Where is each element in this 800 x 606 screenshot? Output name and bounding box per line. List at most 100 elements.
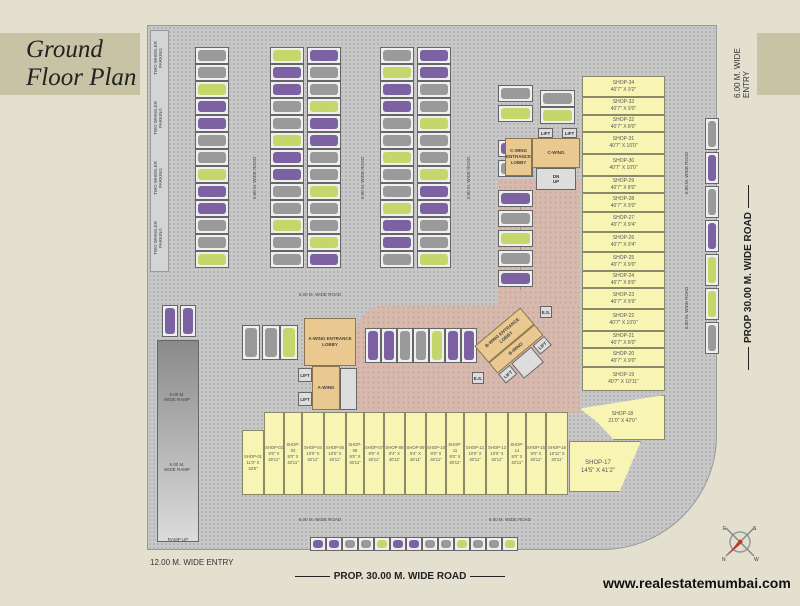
parking-slot (406, 537, 422, 551)
parking-slot (270, 98, 304, 115)
c-wing-lift-2: LIFT (562, 128, 577, 138)
parking-slot (417, 234, 451, 251)
parking-slot (270, 47, 304, 64)
parking-slot (270, 132, 304, 149)
parking-slot (307, 217, 341, 234)
parking-slot (705, 254, 719, 286)
parking-slot (417, 183, 451, 200)
road-label-7: 6.00 M. WIDE ROAD (684, 151, 689, 194)
parking-slot (307, 166, 341, 183)
parking-slot (270, 64, 304, 81)
road-label-4: 6.00 M. WIDE ROAD (252, 156, 257, 199)
svg-text:S: S (753, 526, 757, 532)
parking-slot (342, 537, 358, 551)
road-label-8: 6.00 M. WIDE ROAD (684, 286, 689, 329)
parking-slot (498, 270, 533, 287)
parking-slot (270, 200, 304, 217)
c-wing-lift-1: LIFT (538, 128, 553, 138)
a-wing-block: A-WING (312, 366, 340, 410)
parking-slot (705, 186, 719, 218)
parking-slot (374, 537, 390, 551)
parking-slot (270, 81, 304, 98)
parking-slot (310, 537, 326, 551)
parking-slot (195, 217, 229, 234)
parking-slot (486, 537, 502, 551)
c-wing-entrance-lobby: C-WING ENTRANCE LOBBY (505, 138, 532, 176)
parking-slot (195, 132, 229, 149)
parking-slot (417, 47, 451, 64)
a-wing-lift-2: LIFT (298, 392, 312, 406)
right-band (757, 33, 800, 95)
parking-slot (417, 115, 451, 132)
parking-slot (540, 90, 575, 107)
parking-slot (380, 200, 414, 217)
parking-slot (413, 328, 429, 363)
parking-slot (417, 166, 451, 183)
two-wheeler-parking-label: TWO WHEELER PARKING (153, 101, 163, 136)
parking-slot (307, 200, 341, 217)
parking-slot (498, 230, 533, 247)
parking-slot (417, 149, 451, 166)
ramp (157, 340, 199, 542)
road-label-6: 6.00 M. WIDE ROAD (466, 156, 471, 199)
parking-slot (498, 85, 533, 102)
parking-slot (270, 217, 304, 234)
website-link[interactable]: www.realestatemumbai.com (603, 575, 791, 591)
parking-slot (195, 64, 229, 81)
parking-slot (470, 537, 486, 551)
entry-top-label: 6.00 M. WIDE ENTRY (733, 48, 751, 98)
parking-slot (307, 81, 341, 98)
parking-slot (307, 115, 341, 132)
parking-slot (307, 98, 341, 115)
parking-slot (195, 251, 229, 268)
parking-slot (705, 322, 719, 354)
a-wing-entrance-lobby: A-WING ENTRANCE LOBBY (304, 318, 356, 366)
parking-slot (195, 115, 229, 132)
parking-slot (270, 115, 304, 132)
svg-text:W: W (754, 557, 759, 562)
parking-slot (270, 234, 304, 251)
parking-slot (270, 183, 304, 200)
es-1: E.S. (472, 372, 484, 384)
parking-slot (705, 152, 719, 184)
parking-slot (307, 149, 341, 166)
c-wing-block: C-WING (532, 138, 580, 168)
svg-text:E: E (723, 526, 727, 532)
parking-slot (380, 149, 414, 166)
parking-slot (380, 166, 414, 183)
parking-slot (307, 132, 341, 149)
